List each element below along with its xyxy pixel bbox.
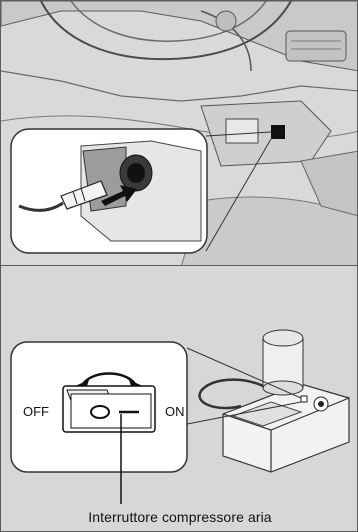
compressor-switch-illustration: OFF ON Interruttore compressore aria — [0, 266, 358, 532]
switch-off-label: OFF — [23, 404, 49, 419]
dashboard-drawing — [1, 1, 358, 266]
switch-on-label: ON — [165, 404, 185, 419]
compressor-drawing — [1, 266, 358, 532]
compressor-switch-caption: Interruttore compressore aria — [1, 509, 358, 525]
accessory-socket-illustration — [0, 0, 358, 266]
